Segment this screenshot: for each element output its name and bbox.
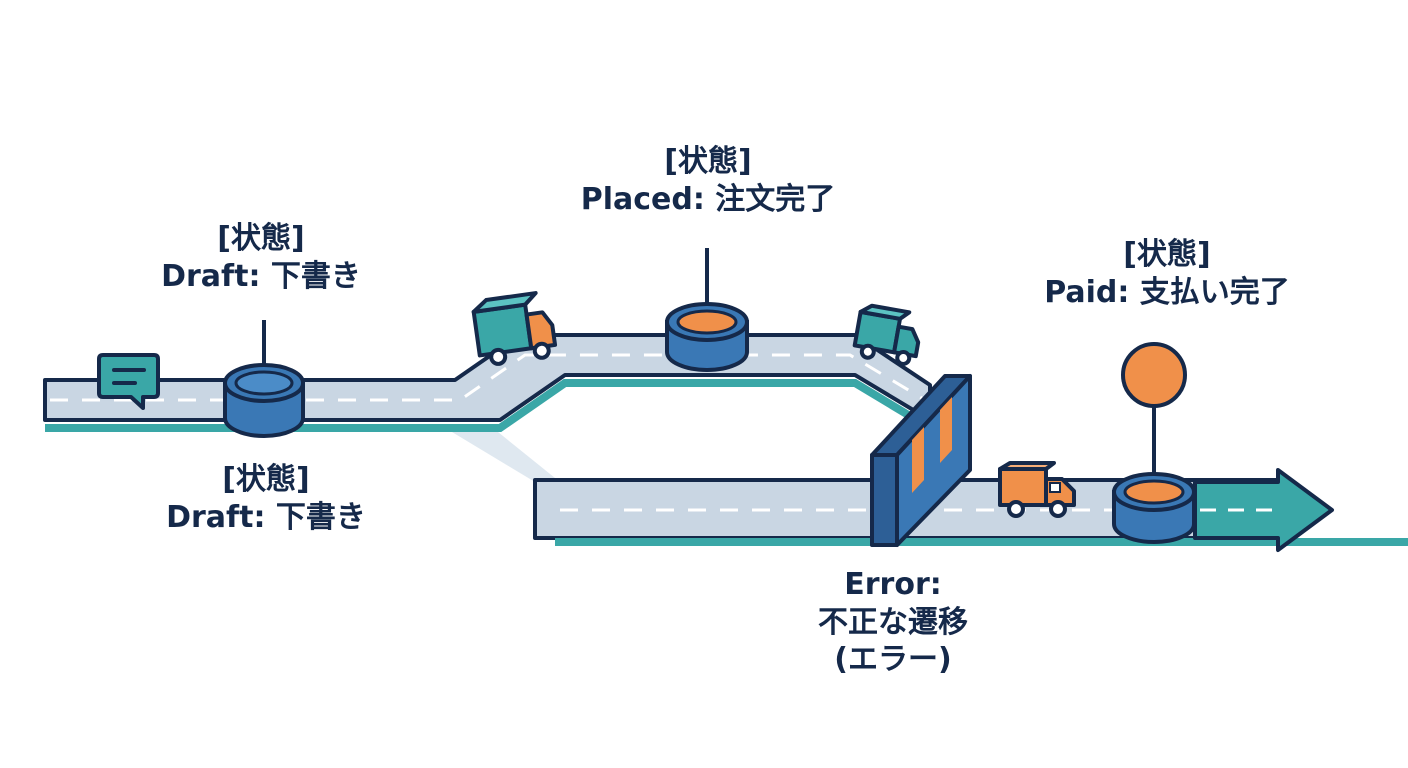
paid-label: [状態] Paid: 支払い完了 xyxy=(1044,236,1290,311)
draft-bottom-tag: [状態] xyxy=(222,462,310,497)
truck-icon xyxy=(471,291,558,366)
draft-node xyxy=(223,320,305,438)
draft-top-text: Draft: 下書き xyxy=(161,258,361,294)
error-line-2: 不正な遷移 xyxy=(818,604,968,640)
draft-top-label: [状態] Draft: 下書き xyxy=(161,220,361,295)
error-line-1: Error: xyxy=(844,567,942,602)
truck-icon xyxy=(852,303,921,366)
placed-tag: [状態] xyxy=(664,144,752,179)
placed-text: Placed: 注文完了 xyxy=(580,181,836,217)
chat-bubble-icon xyxy=(97,353,160,410)
barrier-icon xyxy=(870,374,972,547)
draft-top-tag: [状態] xyxy=(217,221,305,256)
placed-node xyxy=(665,248,749,372)
paid-node xyxy=(1112,342,1196,544)
error-line-3: (エラー) xyxy=(834,642,952,677)
placed-label: [状態] Placed: 注文完了 xyxy=(581,143,836,218)
arrow-head-icon xyxy=(1193,468,1334,552)
draft-bottom-text: Draft: 下書き xyxy=(166,499,366,535)
paid-text: Paid: 支払い完了 xyxy=(1044,274,1290,310)
draft-bottom-label: [状態] Draft: 下書き xyxy=(166,461,366,536)
truck-icon xyxy=(998,461,1076,518)
paid-tag: [状態] xyxy=(1123,237,1211,272)
error-label: Error: 不正な遷移 (エラー) xyxy=(818,566,968,679)
